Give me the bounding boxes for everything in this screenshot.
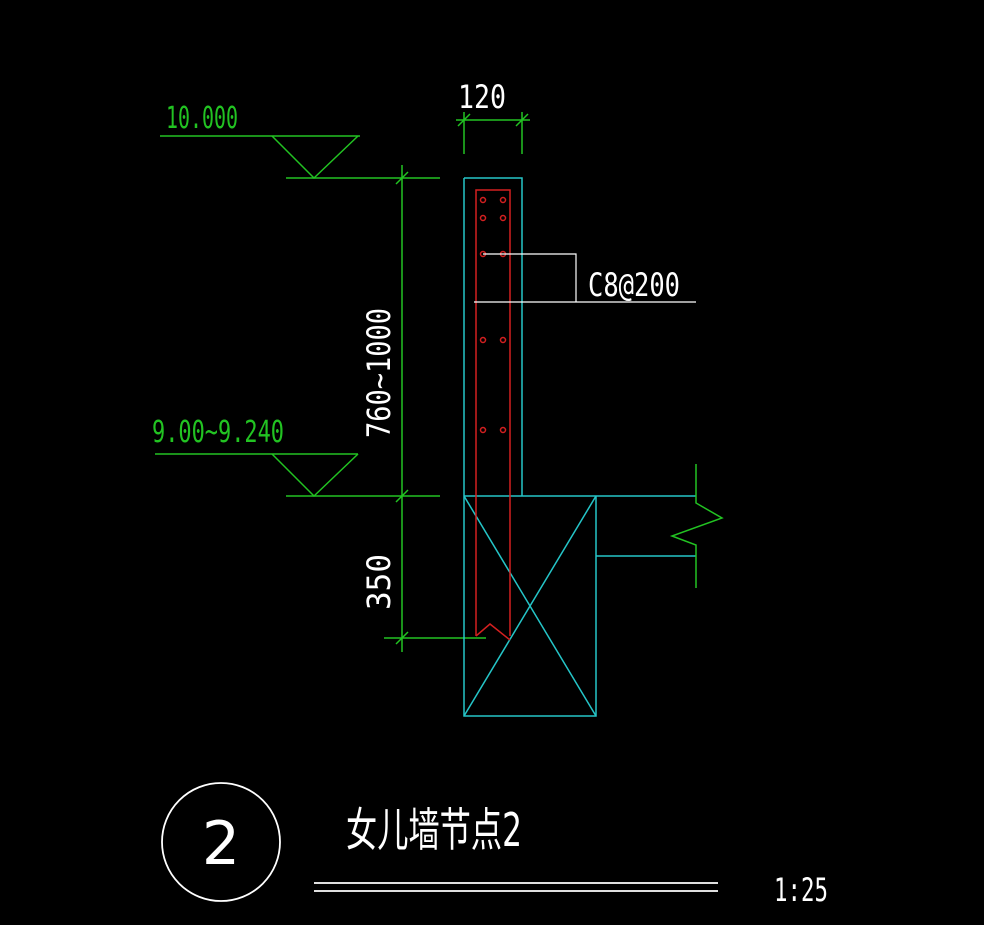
rebar-leader (474, 253, 696, 303)
detail-number-circle (161, 782, 281, 902)
leader-line (483, 253, 577, 302)
lower-elevation-label: 9.00~9.240 (152, 415, 284, 450)
wall-thickness-dimension (456, 112, 530, 154)
rebar-dot (499, 426, 507, 434)
detail-title-block: 2 女儿墙节点2 1:25 (161, 782, 828, 909)
rebar-stirrup (475, 189, 511, 636)
dimension-tick (395, 631, 409, 645)
dimension-tick (515, 113, 529, 127)
scale-label: 1:25 (774, 871, 828, 909)
rebar-spec-label: C8@200 (588, 266, 680, 304)
rebar-dot (499, 196, 507, 204)
wall-thickness-label: 120 (458, 78, 506, 116)
curb-height-dimension: 350 (360, 554, 398, 610)
parapet-wall-outline (464, 177, 523, 496)
rebar-hook (475, 623, 511, 641)
parapet-height-dimension: 760~1000 (360, 308, 398, 438)
rebar-dot (479, 196, 487, 204)
beam-cross-line (463, 495, 597, 717)
dimension-tick (395, 171, 409, 185)
top-elevation-marker: 10.000 (160, 101, 384, 180)
rebar-dot (479, 336, 487, 344)
rebar-dot (479, 426, 487, 434)
dimension-tick (395, 489, 409, 503)
top-elevation-label: 10.000 (166, 101, 238, 136)
slab-break-line (669, 464, 724, 588)
rebar-dot (499, 214, 507, 222)
vertical-dimension-chain (384, 165, 486, 652)
break-symbol-icon (669, 464, 724, 588)
detail-number: 2 (202, 809, 240, 879)
lower-elevation-marker: 9.00~9.240 (152, 415, 384, 498)
detail-title: 女儿墙节点2 (346, 803, 522, 857)
parapet-concrete (463, 177, 696, 717)
dimension-tick (457, 113, 471, 127)
beam-left-outline (463, 178, 597, 717)
rebar-dot (499, 336, 507, 344)
rebar-dot (479, 214, 487, 222)
